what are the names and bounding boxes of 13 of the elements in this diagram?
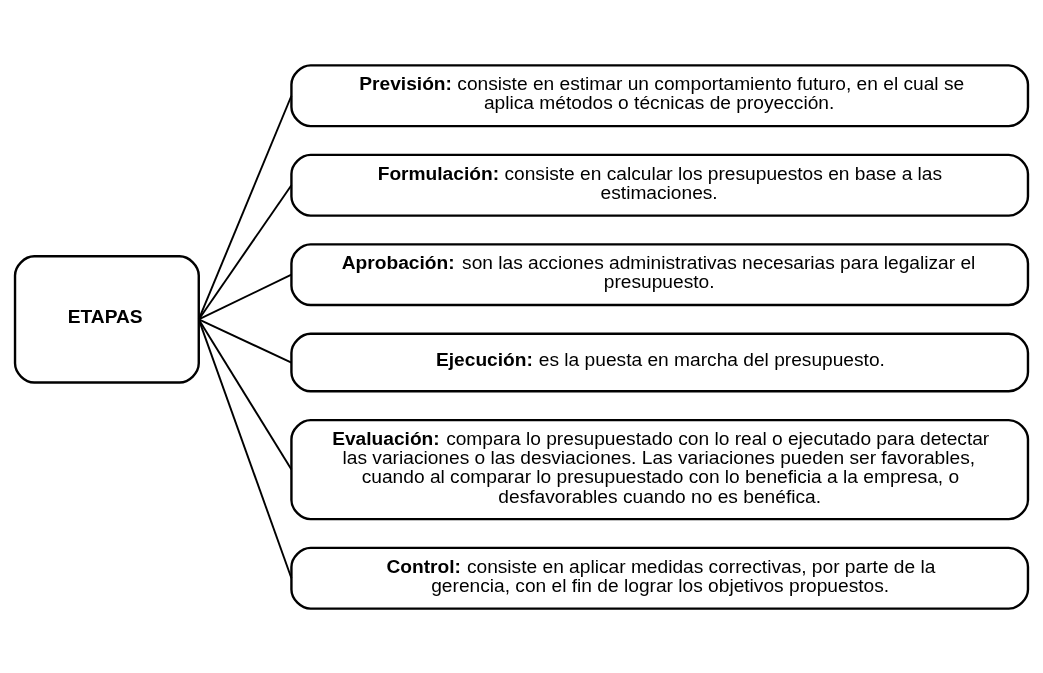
node-box: Ejecución: es la puesta en marcha del presupuesto. — [290, 332, 1030, 392]
connector — [197, 94, 293, 320]
connector — [197, 317, 293, 363]
connector — [197, 317, 293, 579]
node-box: Aprobación: son las acciones administrativas necesarias para legalizar el presupuesto. — [290, 242, 1030, 306]
node-box: Previsión: consiste en estimar un comportamiento futuro, en el cual se aplica métodos o técnicas de proyección. — [290, 63, 1030, 127]
connector — [197, 273, 293, 320]
node-box: Formulación: consiste en calcular los presupuestos en base a las estimaciones. — [290, 153, 1030, 217]
node-box: Control: consiste en aplicar medidas correctivas, por parte de la gerencia, con el fin de lograr los objetivos propuestos. — [290, 546, 1030, 610]
node-box: ETAPAS — [13, 254, 200, 384]
connector — [197, 183, 293, 320]
connector — [197, 317, 293, 471]
node-box: Evaluación: compara lo presupuestado con lo real o ejecutado para detectar las variaciones o las desviaciones. Las variaciones pueden ser favorables, cuando al comparar lo presupuestado con lo beneficia a la empresa, o desfavorables cuando no es benéfica. — [290, 418, 1030, 520]
